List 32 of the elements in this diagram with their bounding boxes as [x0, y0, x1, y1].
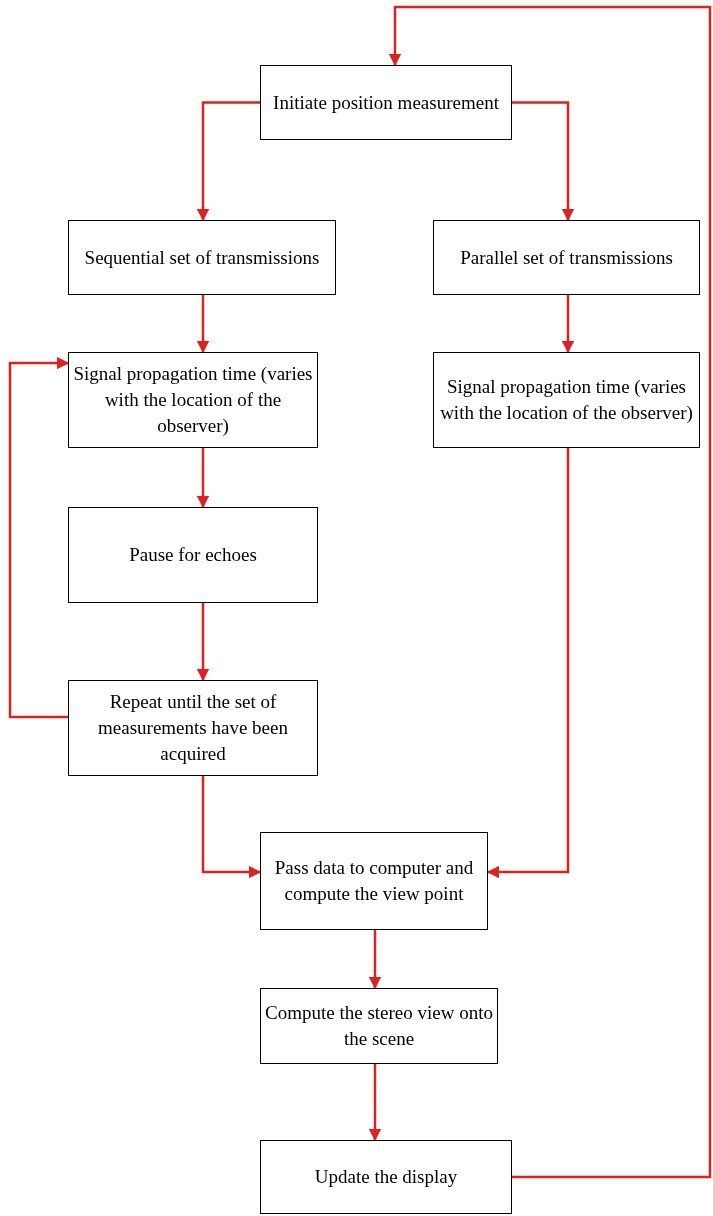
process-box — [68, 680, 318, 776]
arrow — [196, 603, 210, 682]
arrow — [8, 356, 70, 719]
box-label: Repeat until the set of measurements have been acquired — [97, 690, 289, 766]
arrow — [561, 295, 575, 354]
box-label: Signal propagation time (varies with the location of the observer) — [439, 375, 694, 425]
process-box — [68, 352, 318, 448]
box-label: Parallel set of transmissions — [460, 245, 673, 270]
arrow — [368, 930, 382, 990]
process-box — [260, 988, 498, 1064]
arrow — [512, 101, 575, 222]
arrow — [388, 5, 712, 1179]
process-box — [260, 1140, 512, 1214]
box-label: Signal propagation time (varies with the location of the observer) — [73, 362, 313, 438]
arrow — [196, 295, 210, 354]
process-box — [260, 832, 488, 930]
process-box — [68, 220, 336, 295]
arrow — [368, 1064, 382, 1142]
arrow — [486, 448, 570, 879]
process-box — [433, 352, 700, 448]
process-box — [68, 507, 318, 603]
box-label: Sequential set of transmissions — [84, 245, 320, 270]
box-label: Initiate position measurement — [273, 90, 499, 115]
process-box — [433, 220, 700, 295]
box-label: Pause for echoes — [129, 543, 257, 567]
arrow — [196, 101, 260, 222]
box-label: Update the display — [314, 1165, 458, 1189]
box-label: Compute the stereo view onto the scene — [265, 1001, 493, 1051]
box-label: Pass data to computer and compute the view point — [273, 856, 475, 906]
arrow — [201, 776, 262, 879]
arrow — [196, 448, 210, 509]
process-box — [260, 65, 512, 140]
